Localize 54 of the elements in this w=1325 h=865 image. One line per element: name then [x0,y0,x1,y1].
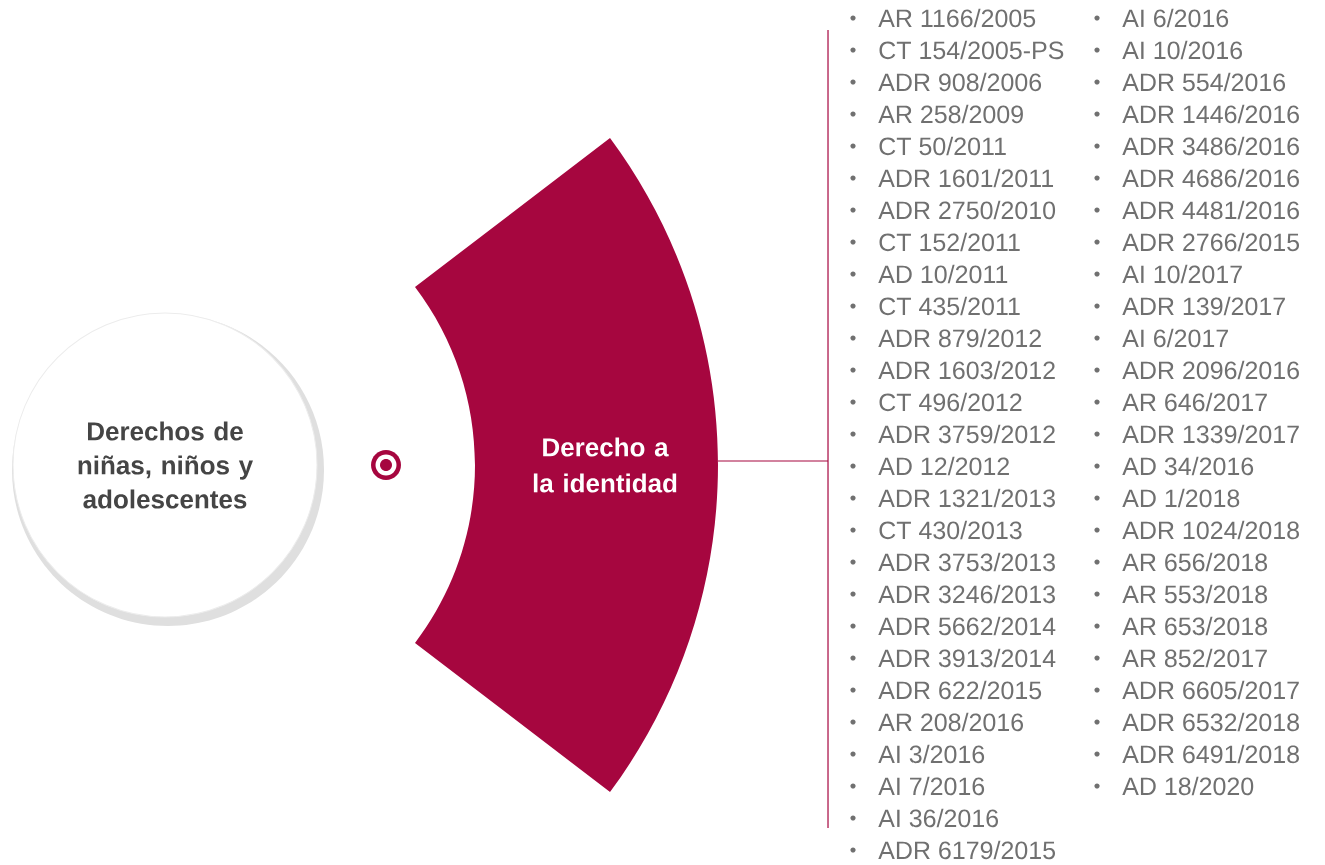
list-item: AD 34/2016 [1094,456,1254,476]
list-item: ADR 1446/2016 [1094,104,1299,124]
list-item: ADR 554/2016 [1094,72,1286,92]
list-item: AI 36/2016 [850,808,998,828]
list-item: ADR 3753/2013 [850,552,1055,572]
circle-node: Derechos de niñas, niños y adolescentes [12,312,324,626]
list-item: ADR 3759/2012 [850,424,1055,444]
list-item: AI 6/2017 [1094,328,1228,348]
list-item: AR 656/2018 [1094,552,1268,572]
list-item: AD 12/2012 [850,456,1009,476]
list-item: ADR 1024/2018 [1094,520,1299,540]
list-item: AI 10/2017 [1094,264,1242,284]
list-item: AD 18/2020 [1094,776,1254,796]
list-item: AD 1/2018 [1094,488,1240,508]
list-item: ADR 622/2015 [850,680,1042,700]
list-item: AR 653/2018 [1094,616,1268,636]
list-item: ADR 2750/2010 [850,200,1056,220]
list-item: ADR 6179/2015 [850,840,1055,860]
list-item: CT 430/2013 [850,520,1022,540]
arc-band: Derecho a la identidad [415,138,718,792]
list-item: AR 553/2018 [1094,584,1268,604]
list-item: ADR 1603/2012 [850,360,1055,380]
list-item: ADR 2766/2015 [1094,232,1299,252]
list-item: CT 496/2012 [850,392,1022,412]
list-item: ADR 1601/2011 [850,168,1053,188]
list-item: AR 258/2009 [850,104,1023,124]
list-item: ADR 3486/2016 [1094,136,1299,156]
list-item: AI 3/2016 [850,744,985,764]
list-item: CT 435/2011 [850,296,1020,316]
list-item: ADR 4686/2016 [1094,168,1299,188]
list-item: ADR 879/2012 [850,328,1041,348]
list-item: ADR 908/2006 [850,72,1042,92]
list-item: ADR 6605/2017 [1094,680,1299,700]
list-item: AR 1166/2005 [850,8,1036,28]
list-item: AI 10/2016 [1094,40,1242,60]
list-item: ADR 3246/2013 [850,584,1055,604]
list-item: AR 208/2016 [850,712,1023,732]
list-item: ADR 4481/2016 [1094,200,1299,220]
list-item: CT 154/2005-PS [850,40,1064,60]
list-item: CT 50/2011 [850,136,1006,156]
list-item: AI 7/2016 [850,776,985,796]
list-item: ADR 6532/2018 [1094,712,1299,732]
list-item: ADR 6491/2018 [1094,744,1299,764]
list-item: AD 10/2011 [850,264,1008,284]
list-item: AR 646/2017 [1094,392,1267,412]
list-item: CT 152/2011 [850,232,1020,252]
list-item: AR 852/2017 [1094,648,1267,668]
list-item: ADR 1321/2013 [850,488,1055,508]
list-item: ADR 2096/2016 [1094,360,1299,380]
list-item: AI 6/2016 [1094,8,1229,28]
list-item: ADR 1339/2017 [1094,424,1299,444]
list-item: ADR 5662/2014 [850,616,1056,636]
list-item: ADR 3913/2014 [850,648,1056,668]
list-item: ADR 139/2017 [1094,296,1285,316]
